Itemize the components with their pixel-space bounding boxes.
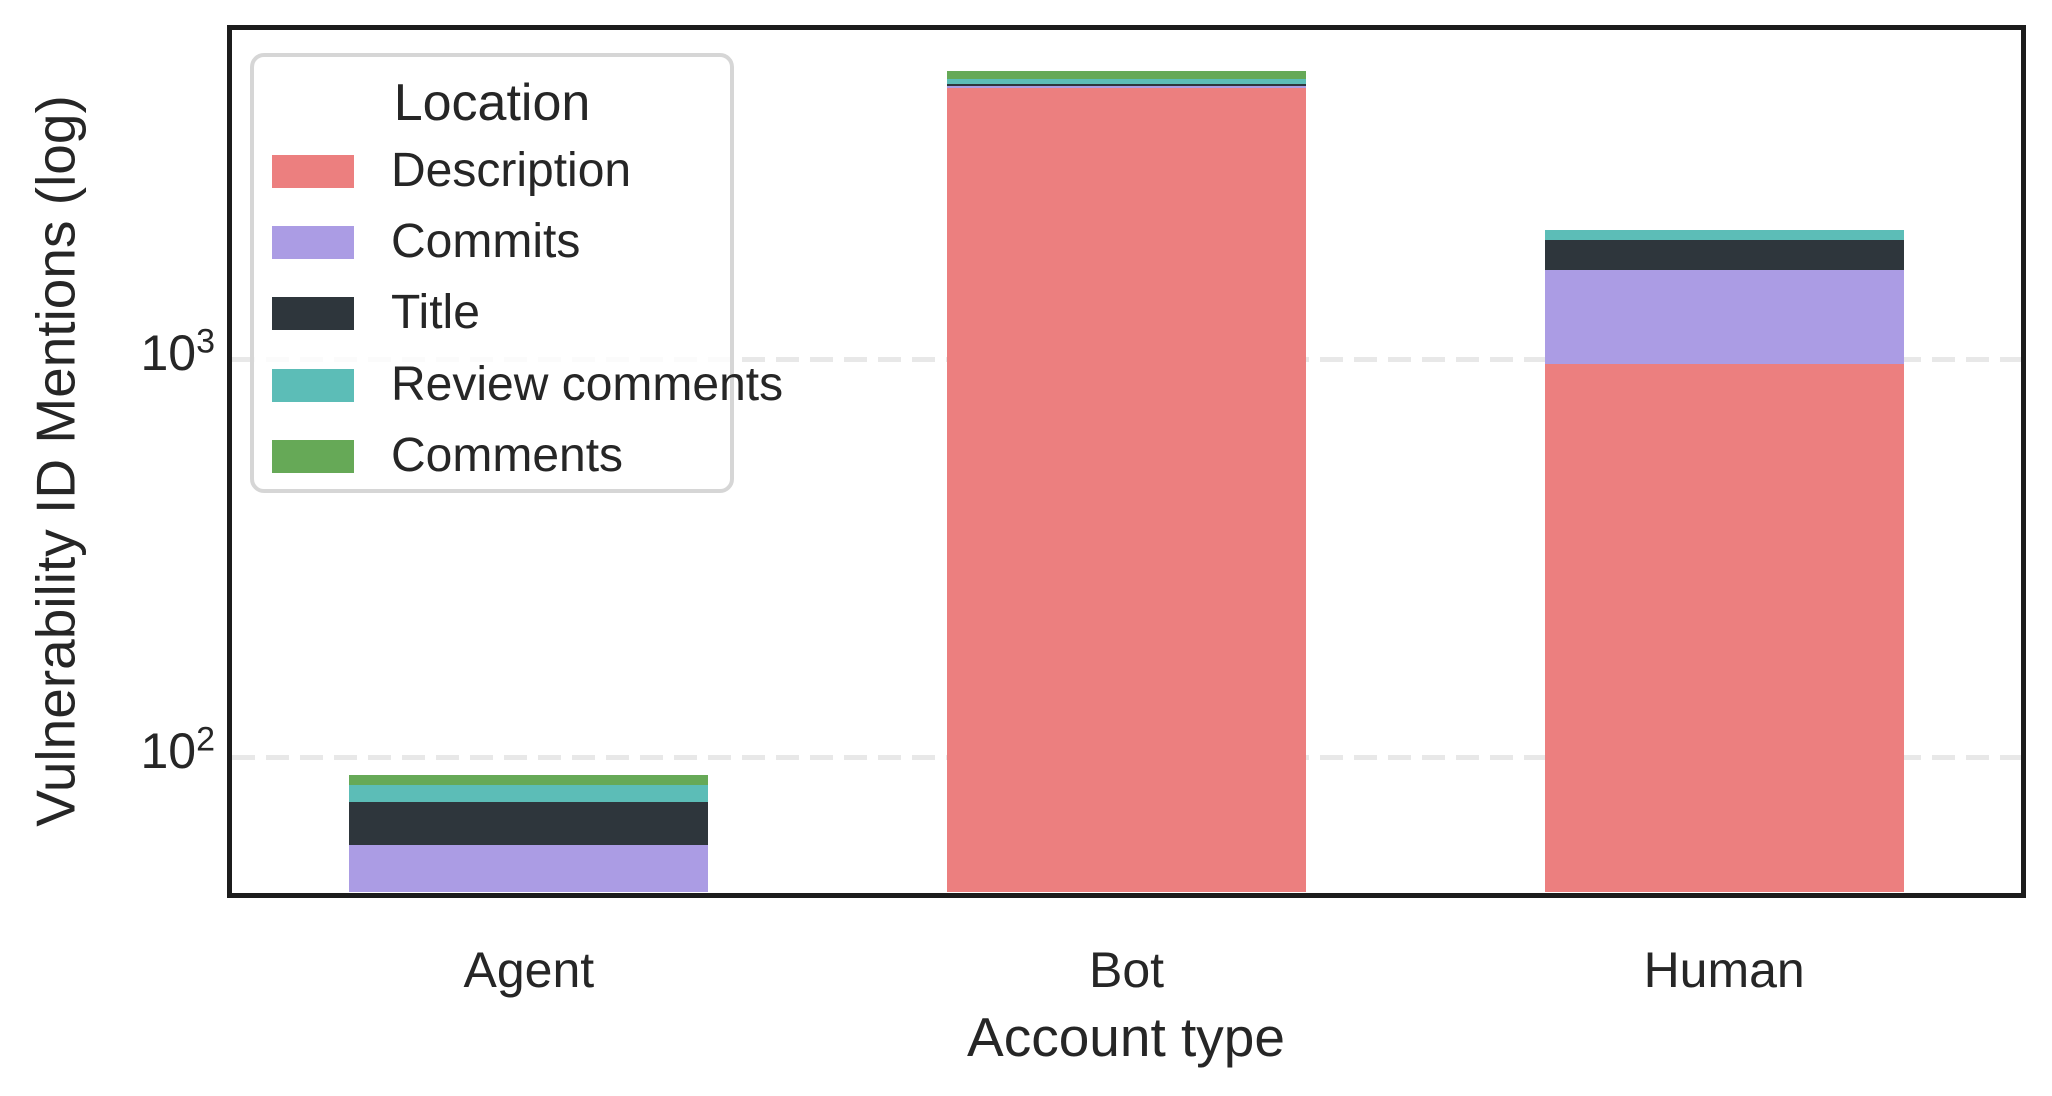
legend-label-description: Description xyxy=(391,144,632,197)
legend-label-commits: Commits xyxy=(391,215,581,268)
bar-agent-title xyxy=(349,802,709,846)
x-tick-human: Human xyxy=(1643,942,1805,998)
bar-bot-description xyxy=(947,87,1306,893)
legend-item-review-comments: Review comments xyxy=(272,361,783,409)
legend-item-comments: Comments xyxy=(272,432,623,480)
bar-agent-review-comments xyxy=(349,785,709,803)
commits-swatch-icon xyxy=(272,225,354,259)
comments-swatch-icon xyxy=(272,439,354,473)
bar-human-description xyxy=(1544,364,1904,893)
bar-agent-comments xyxy=(349,775,709,786)
x-tick-agent: Agent xyxy=(463,942,595,998)
title-swatch-icon xyxy=(272,296,354,330)
bar-agent-commits xyxy=(349,845,709,893)
y-axis-label: Vulnerability ID Mentions (log) xyxy=(24,95,87,827)
legend-label-review-comments: Review comments xyxy=(391,358,784,411)
plot-frame xyxy=(227,25,2026,898)
bar-human-review-comments xyxy=(1544,230,1904,241)
bar-bot-commits xyxy=(947,85,1306,88)
y-tick-10e3: 103 xyxy=(140,322,215,381)
bar-bot-comments xyxy=(947,70,1306,79)
legend-title: Location xyxy=(393,74,591,132)
bar-human-title xyxy=(1544,240,1904,271)
legend-label-comments: Comments xyxy=(391,429,624,482)
x-tick-bot: Bot xyxy=(1088,942,1165,998)
legend-item-title: Title xyxy=(272,289,480,337)
y-tick-10e2: 102 xyxy=(140,720,215,779)
description-swatch-icon xyxy=(272,154,354,188)
legend-item-commits: Commits xyxy=(272,218,580,266)
review-comments-swatch-icon xyxy=(272,368,354,402)
x-axis-label: Account type xyxy=(967,1006,1285,1068)
bar-bot-review-comments xyxy=(947,78,1306,84)
legend-label-title: Title xyxy=(391,286,480,339)
bar-human-commits xyxy=(1544,270,1904,365)
legend-item-description: Description xyxy=(272,147,631,195)
bar-bot-title xyxy=(947,83,1306,86)
